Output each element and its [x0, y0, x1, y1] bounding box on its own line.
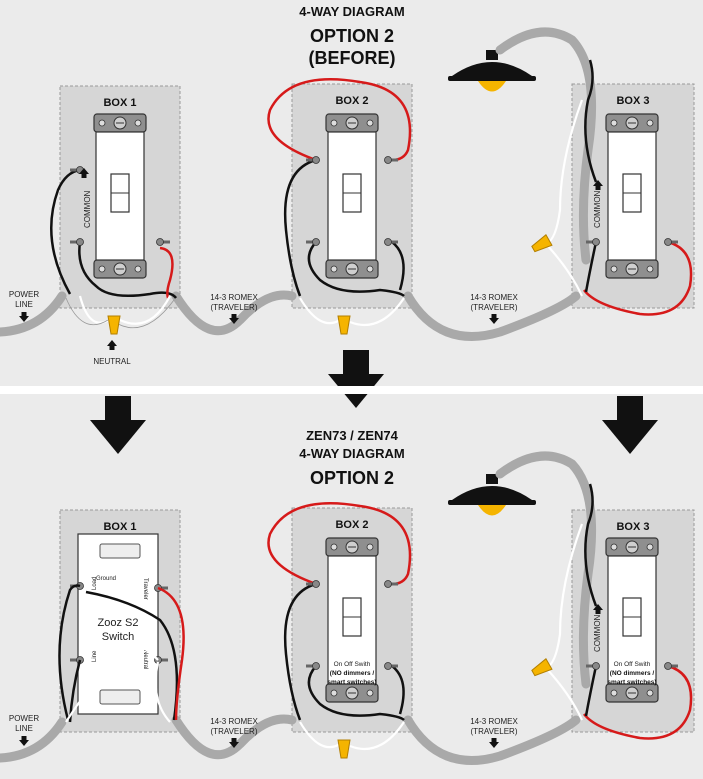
bottom-title-line1: ZEN73 / ZEN74 — [306, 428, 399, 443]
arrow-down-icon — [489, 738, 499, 748]
common-label-box3-top: COMMON — [593, 190, 602, 228]
arrow-up-icon — [107, 340, 117, 350]
box1-switch-top — [93, 113, 147, 279]
down-arrow-icon — [328, 350, 384, 408]
on-off-label2-box2: (NO dimmers / — [330, 670, 375, 677]
box1-label-top: BOX 1 — [103, 97, 136, 109]
on-off-label1-box2: On Off Swith — [334, 661, 371, 668]
box3-switch-top — [605, 113, 659, 279]
arrow-down-icon — [19, 736, 29, 746]
box1-label-bottom: BOX 1 — [103, 521, 136, 533]
on-off-label3-box3: smart switches) — [607, 679, 656, 686]
power-cable-bottom — [0, 717, 67, 763]
bottom-title-line3: OPTION 2 — [310, 468, 394, 488]
romex-2-bottom — [403, 715, 581, 765]
romex-label1-left-top: 14-3 ROMEX — [210, 293, 258, 302]
on-off-label1-box3: On Off Swith — [614, 661, 651, 668]
box2-switch-top — [325, 113, 379, 279]
romex-label1-right-top: 14-3 ROMEX — [470, 293, 518, 302]
on-off-label2-box3: (NO dimmers / — [610, 670, 655, 677]
common-label-box1-top: COMMON — [83, 190, 92, 228]
arrow-down-icon — [489, 314, 499, 324]
romex-label2-left-top: (TRAVELER) — [211, 303, 258, 312]
zooz-neutral-label: Neutral — [142, 650, 148, 669]
romex-1-bottom — [171, 714, 297, 760]
romex-2-top — [403, 291, 581, 341]
romex-1-top — [171, 290, 297, 336]
romex-label2-left-bottom: (TRAVELER) — [211, 727, 258, 736]
wire-nut-icon — [529, 658, 553, 679]
down-arrow-icon — [90, 396, 146, 454]
zooz-name-line2: Switch — [102, 631, 134, 643]
neutral-label-top: NEUTRAL — [93, 357, 131, 366]
section-divider — [0, 386, 703, 394]
box3-switch-bottom — [605, 537, 659, 703]
box3-label-bottom: BOX 3 — [616, 521, 649, 533]
top-title-line2: OPTION 2 — [310, 26, 394, 46]
light-fixture-icon — [448, 474, 536, 516]
zooz-traveler-label: Traveler — [142, 578, 148, 600]
top-title-line3: (BEFORE) — [309, 48, 396, 68]
light-fixture-icon — [448, 50, 536, 92]
top-section: 4-WAY DIAGRAM OPTION 2 (BEFORE) BOX 1 BO… — [0, 4, 695, 408]
zooz-ground-label: Ground — [96, 576, 116, 582]
arrow-down-icon — [19, 312, 29, 322]
wire-nut-icon — [529, 234, 553, 255]
wire-nut-icon — [337, 739, 351, 759]
bottom-section: ZEN73 / ZEN74 4-WAY DIAGRAM OPTION 2 BOX… — [0, 396, 695, 765]
on-off-label3-box2: smart switches) — [327, 679, 376, 686]
zooz-name-line1: Zooz S2 — [98, 617, 139, 629]
box2-switch-bottom — [325, 537, 379, 703]
top-title-line1: 4-WAY DIAGRAM — [299, 4, 404, 19]
down-arrow-icon — [602, 396, 658, 454]
power-line-label1-top: POWER — [9, 290, 39, 299]
box2-label-top: BOX 2 — [335, 95, 368, 107]
power-line-label1-bottom: POWER — [9, 714, 39, 723]
power-cable-top — [0, 291, 67, 337]
wire-nut-icon — [337, 315, 351, 335]
zooz-line-label: Line — [92, 650, 98, 662]
romex-label2-right-bottom: (TRAVELER) — [471, 727, 518, 736]
romex-label1-left-bottom: 14-3 ROMEX — [210, 717, 258, 726]
box2-label-bottom: BOX 2 — [335, 519, 368, 531]
zooz-switch: Zooz S2 Switch Ground Traveler Neutral L… — [77, 533, 159, 715]
zooz-load-label: Load — [92, 577, 98, 590]
bottom-title-line2: 4-WAY DIAGRAM — [299, 446, 404, 461]
power-line-label2-bottom: LINE — [15, 724, 33, 733]
box3-label-top: BOX 3 — [616, 95, 649, 107]
romex-label2-right-top: (TRAVELER) — [471, 303, 518, 312]
romex-label1-right-bottom: 14-3 ROMEX — [470, 717, 518, 726]
common-label-box3-bottom: COMMON — [593, 614, 602, 652]
power-line-label2-top: LINE — [15, 300, 33, 309]
wire-nut-icon — [107, 315, 121, 335]
